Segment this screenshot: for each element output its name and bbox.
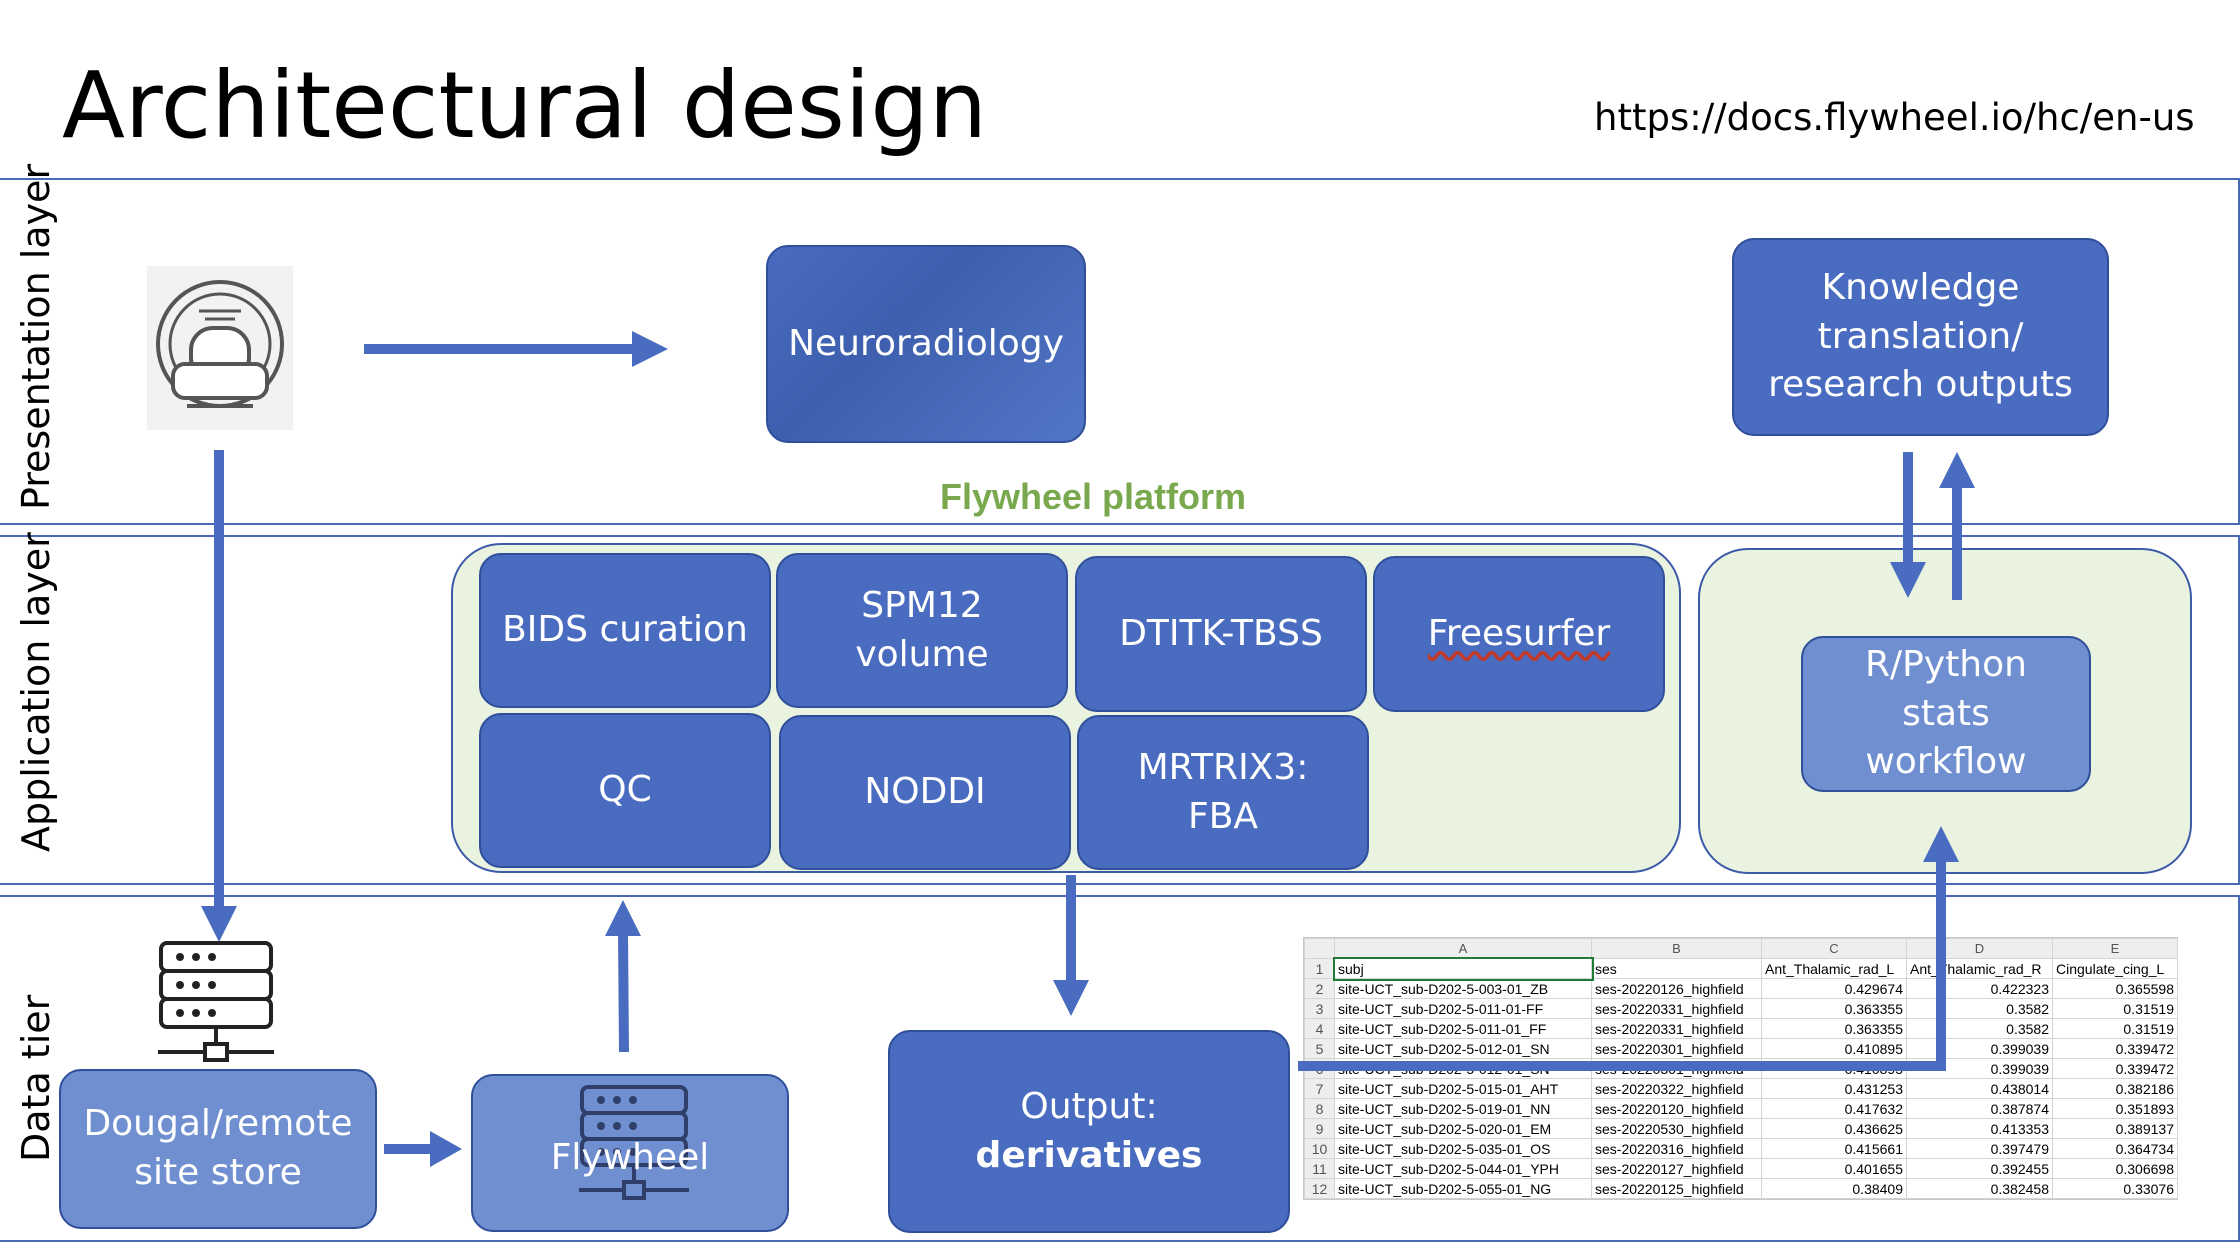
freesurfer-label: Freesurfer: [1427, 612, 1611, 654]
sheet-cell[interactable]: site-UCT_sub-D202-5-035-01_OS: [1334, 1138, 1592, 1159]
output-label: Output:: [1020, 1085, 1158, 1127]
application-layer-bottom-border: [0, 883, 2240, 885]
bids-curation-box[interactable]: BIDS curation: [479, 553, 771, 708]
knowledge-translation-label: Knowledge translation/ research outputs: [1768, 267, 2073, 406]
arrow-stats-to-knowledge-head: [1939, 452, 1975, 488]
arrow-knowledge-to-stats-head: [1890, 562, 1926, 598]
freesurfer-box[interactable]: Freesurfer: [1373, 556, 1665, 712]
bids-curation-label: BIDS curation: [502, 609, 748, 651]
dtitk-tbss-label: DTITK-TBSS: [1119, 612, 1323, 654]
sheet-cell[interactable]: 0.429674: [1761, 978, 1907, 999]
sheet-cell[interactable]: 0.339472: [2052, 1058, 2178, 1079]
arrow-output-to-stats-head: [1923, 826, 1959, 862]
knowledge-translation-box[interactable]: Knowledge translation/ research outputs: [1732, 238, 2109, 436]
sheet-cell[interactable]: 0.33076: [2052, 1178, 2178, 1199]
sheet-cell[interactable]: 0.363355: [1761, 998, 1907, 1019]
sheet-cell[interactable]: 0.410895: [1761, 1038, 1907, 1059]
stats-workflow-box[interactable]: R/Python stats workflow: [1801, 636, 2091, 792]
sheet-cell[interactable]: site-UCT_sub-D202-5-020-01_EM: [1334, 1118, 1592, 1139]
slide-title: Architectural design: [62, 52, 988, 159]
flywheel-box[interactable]: Flywheel: [471, 1074, 789, 1232]
sheet-cell[interactable]: 0.397479: [1906, 1138, 2053, 1159]
sheet-column-header[interactable]: C: [1761, 938, 1907, 959]
arrow-scanner-to-store-head: [201, 906, 237, 942]
flywheel-label: Flywheel: [550, 1136, 710, 1178]
derivatives-label: derivatives: [975, 1134, 1203, 1176]
sheet-cell[interactable]: ses-20220125_highfield: [1591, 1178, 1762, 1199]
mrtrix3-fba-box[interactable]: MRTRIX3: FBA: [1077, 715, 1369, 870]
sheet-cell[interactable]: Cingulate_cing_L: [2052, 958, 2178, 979]
sheet-cell[interactable]: 0.387874: [1906, 1098, 2053, 1119]
qc-box[interactable]: QC: [479, 713, 771, 868]
data-tier-right-border: [2238, 895, 2240, 1242]
mri-scanner-icon: [147, 266, 293, 430]
data-tier-top-border: [0, 895, 2240, 897]
sheet-row-number[interactable]: 7: [1304, 1078, 1335, 1099]
flywheel-platform-label: Flywheel platform: [940, 476, 1247, 517]
dtitk-tbss-box[interactable]: DTITK-TBSS: [1075, 556, 1367, 712]
data-tier-bottom-border: [0, 1240, 2240, 1242]
spm12-volume-box[interactable]: SPM12 volume: [776, 553, 1068, 708]
sheet-cell[interactable]: 0.31519: [2052, 1018, 2178, 1039]
output-derivatives-box[interactable]: Output: derivatives: [888, 1030, 1290, 1233]
sheet-cell[interactable]: 0.436625: [1761, 1118, 1907, 1139]
sheet-cell[interactable]: 0.31519: [2052, 998, 2178, 1019]
sheet-cell[interactable]: 0.382186: [2052, 1078, 2178, 1099]
neuroradiology-label: Neuroradiology: [788, 322, 1064, 364]
sheet-row-number[interactable]: 1: [1304, 958, 1335, 979]
sheet-row-number[interactable]: 9: [1304, 1118, 1335, 1139]
sheet-cell[interactable]: 0.382458: [1906, 1178, 2053, 1199]
arrow-output-to-stats: [1298, 860, 1946, 1071]
flywheel-server-icon: [579, 1085, 689, 1200]
sheet-cell[interactable]: 0.38409: [1761, 1178, 1907, 1199]
sheet-cell[interactable]: site-UCT_sub-D202-5-003-01_ZB: [1334, 978, 1592, 999]
noddi-label: NODDI: [864, 771, 986, 813]
sheet-cell[interactable]: 0.401655: [1761, 1158, 1907, 1179]
stats-workflow-label: R/Python stats workflow: [1865, 644, 2027, 783]
sheet-cell[interactable]: 0.339472: [2052, 1038, 2178, 1059]
sheet-cell[interactable]: ses-20220127_highfield: [1591, 1158, 1762, 1179]
presentation-layer-right-border: [2238, 178, 2240, 525]
application-layer-right-border: [2238, 535, 2240, 885]
arrow-apps-to-output-head: [1053, 980, 1089, 1016]
arrow-store-to-flywheel-head: [430, 1131, 462, 1167]
sheet-cell[interactable]: 0.438014: [1906, 1078, 2053, 1099]
dougal-site-store-box[interactable]: Dougal/remote site store: [59, 1069, 377, 1229]
sheet-column-header[interactable]: E: [2052, 938, 2178, 959]
sheet-cell[interactable]: site-UCT_sub-D202-5-055-01_NG: [1334, 1178, 1592, 1199]
sheet-cell[interactable]: site-UCT_sub-D202-5-011-01_FF: [1334, 1018, 1592, 1039]
docs-url[interactable]: https://docs.flywheel.io/hc/en-us: [1594, 96, 2195, 139]
sheet-row-number[interactable]: 5: [1304, 1038, 1335, 1059]
presentation-layer-top-border: [0, 178, 2240, 180]
sheet-column-header[interactable]: A: [1334, 938, 1592, 959]
arrow-flywheel-to-apps-head: [605, 900, 641, 936]
neuroradiology-box[interactable]: Neuroradiology: [766, 245, 1086, 443]
qc-label: QC: [598, 769, 652, 811]
presentation-layer-bottom-border: [0, 523, 2240, 525]
dougal-site-store-label: Dougal/remote site store: [83, 1103, 353, 1193]
arrow-flywheel-to-apps: [618, 931, 629, 1053]
sheet-cell[interactable]: 0.363355: [1761, 1018, 1907, 1039]
noddi-box[interactable]: NODDI: [779, 715, 1071, 870]
mrtrix3-fba-label: MRTRIX3: FBA: [1137, 746, 1309, 837]
sheet-row-number[interactable]: 4: [1304, 1018, 1335, 1039]
spm12-volume-label: SPM12 volume: [855, 584, 989, 675]
application-layer-top-border: [0, 535, 2240, 537]
arrow-scanner-to-neuroradiology-head: [632, 331, 668, 367]
sheet-cell[interactable]: site-UCT_sub-D202-5-019-01_NN: [1334, 1098, 1592, 1119]
server-stack-icon: [158, 940, 274, 1064]
